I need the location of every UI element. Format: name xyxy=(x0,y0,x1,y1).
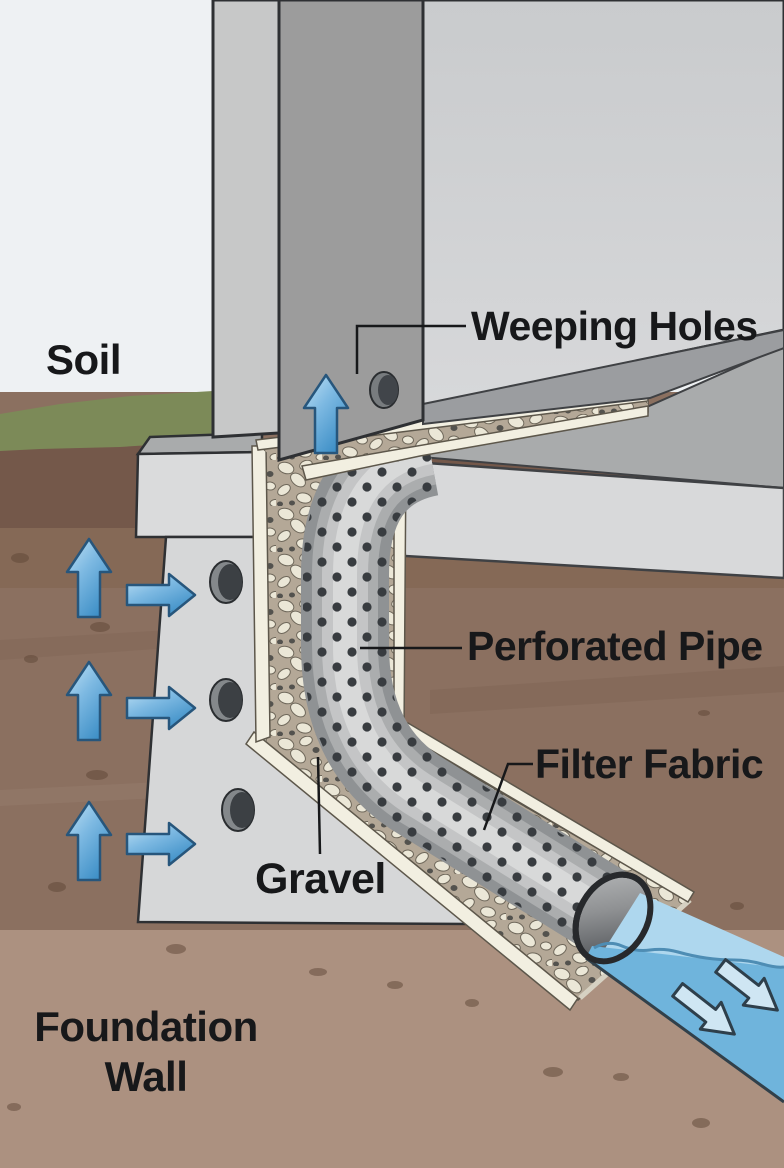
gravel-rear-run xyxy=(255,328,784,481)
weeping-holes-label: Weeping Holes xyxy=(471,303,758,349)
weep-hole-icon xyxy=(209,560,243,604)
upper-wall-column xyxy=(211,0,425,462)
weep-hole-icon xyxy=(221,788,255,832)
foundation-ledge xyxy=(134,431,264,539)
foundation-wall-label: Foundation Wall xyxy=(18,1002,274,1102)
leader-lines xyxy=(316,324,533,855)
foundation-wall-label-line2: Wall xyxy=(104,1053,188,1100)
weep-hole-icon xyxy=(369,371,399,409)
up-arrow-icon xyxy=(65,537,113,619)
gravel-leader xyxy=(316,756,322,855)
water-flow-arrows xyxy=(671,958,779,1036)
weep-hole-icon xyxy=(209,678,243,722)
perforated-pipe-label: Perforated Pipe xyxy=(467,623,763,669)
soil-label: Soil xyxy=(46,336,122,383)
up-arrow-icon xyxy=(65,660,113,742)
gravel-label: Gravel xyxy=(255,855,386,903)
right-arrow-icon xyxy=(125,821,197,867)
right-arrow-icon xyxy=(125,685,197,731)
up-arrow-icon xyxy=(302,373,350,455)
filter-fabric-label: Filter Fabric xyxy=(535,741,764,787)
weeping-holes xyxy=(209,371,399,832)
water-arrow-icon xyxy=(671,982,736,1036)
right-arrow-icon xyxy=(125,572,197,618)
filter-fabric-lining xyxy=(244,445,696,1012)
soil-water-arrows xyxy=(65,373,350,882)
foundation-wall-label-line1: Foundation xyxy=(34,1003,258,1050)
weeping-holes-leader xyxy=(355,324,466,374)
filter-fabric-leader xyxy=(482,762,533,831)
up-arrow-icon xyxy=(65,800,113,882)
perforated-pipe xyxy=(301,408,638,954)
water-arrow-icon xyxy=(714,958,779,1012)
pipe-outlet-rim xyxy=(572,871,654,965)
